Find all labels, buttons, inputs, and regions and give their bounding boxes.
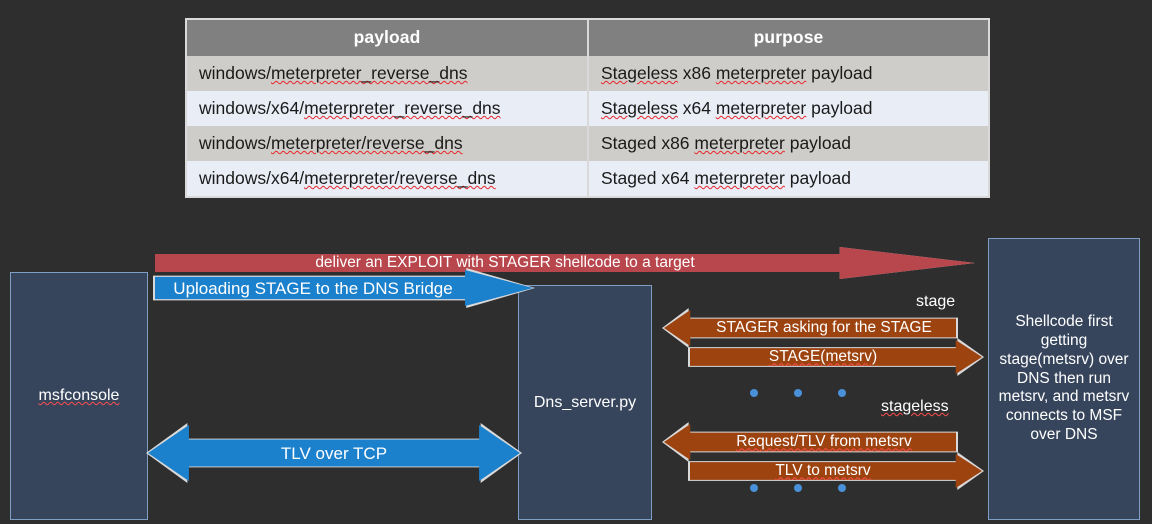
- arrow-request-tlv-from-metsrv: Request/TLV from metsrv: [664, 424, 956, 460]
- arrow-request-tlv-from-metsrv-label: Request/TLV from metsrv: [736, 433, 912, 451]
- arrow-tlv-over-tcp: TLV over TCP: [148, 425, 520, 481]
- cell-purpose: Stageless x64 meterpreter payload: [588, 91, 989, 126]
- node-msfconsole: msfconsole: [10, 272, 148, 520]
- node-shellcode-description: Shellcode first getting stage(metsrv) ov…: [988, 238, 1140, 520]
- table-row: windows/meterpreter_reverse_dns Stageles…: [186, 56, 989, 91]
- dot: [750, 484, 758, 492]
- node-shellcode-label: Shellcode first getting stage(metsrv) ov…: [998, 312, 1130, 444]
- table-header-row: payload purpose: [186, 19, 989, 56]
- ellipsis-dots-top: [750, 389, 846, 397]
- arrow-tlv-to-metsrv: TLV to metsrv: [690, 454, 982, 488]
- arrow-upload-stage: Uploading STAGE to the DNS Bridge: [155, 270, 533, 306]
- dot: [838, 389, 846, 397]
- cell-payload: windows/x64/meterpreter/reverse_dns: [186, 161, 589, 197]
- cell-payload: windows/x64/meterpreter_reverse_dns: [186, 91, 589, 126]
- dot: [838, 484, 846, 492]
- cell-payload: windows/meterpreter_reverse_dns: [186, 56, 589, 91]
- dot: [794, 389, 802, 397]
- node-dns-server: Dns_server.py: [518, 285, 652, 520]
- column-header-payload: payload: [186, 19, 589, 56]
- dot: [794, 484, 802, 492]
- cell-purpose: Stageless x86 meterpreter payload: [588, 56, 989, 91]
- arrow-tlv-over-tcp-label: TLV over TCP: [280, 443, 388, 463]
- arrow-stager-asking-for-stage-label: STAGER asking for the STAGE: [716, 319, 932, 337]
- dot: [750, 389, 758, 397]
- caption-stageless: stageless: [881, 398, 949, 415]
- node-msfconsole-label: msfconsole: [38, 387, 120, 404]
- arrow-stager-asking-for-stage: STAGER asking for the STAGE: [664, 310, 956, 346]
- column-header-purpose: purpose: [588, 19, 989, 56]
- table-row: windows/x64/meterpreter/reverse_dns Stag…: [186, 161, 989, 197]
- arrow-stage-metsrv: STAGE(metsrv): [690, 340, 982, 374]
- arrow-deliver-exploit: deliver an EXPLOIT with STAGER shellcode…: [155, 247, 975, 279]
- node-dns-server-label: Dns_server.py: [533, 393, 637, 411]
- payload-purpose-table: payload purpose windows/meterpreter_reve…: [185, 18, 990, 198]
- cell-payload: windows/meterpreter/reverse_dns: [186, 126, 589, 161]
- caption-stage: stage: [916, 293, 956, 310]
- table-row: windows/meterpreter/reverse_dns Staged x…: [186, 126, 989, 161]
- cell-purpose: Staged x86 meterpreter payload: [588, 126, 989, 161]
- arrow-deliver-exploit-label: deliver an EXPLOIT with STAGER shellcode…: [315, 254, 695, 272]
- table-row: windows/x64/meterpreter_reverse_dns Stag…: [186, 91, 989, 126]
- arrow-upload-stage-label: Uploading STAGE to the DNS Bridge: [173, 278, 453, 298]
- arrow-stage-metsrv-label: STAGE(metsrv): [768, 348, 878, 366]
- cell-purpose: Staged x64 meterpreter payload: [588, 161, 989, 197]
- ellipsis-dots-bottom: [750, 484, 846, 492]
- arrow-tlv-to-metsrv-label: TLV to metsrv: [775, 462, 871, 480]
